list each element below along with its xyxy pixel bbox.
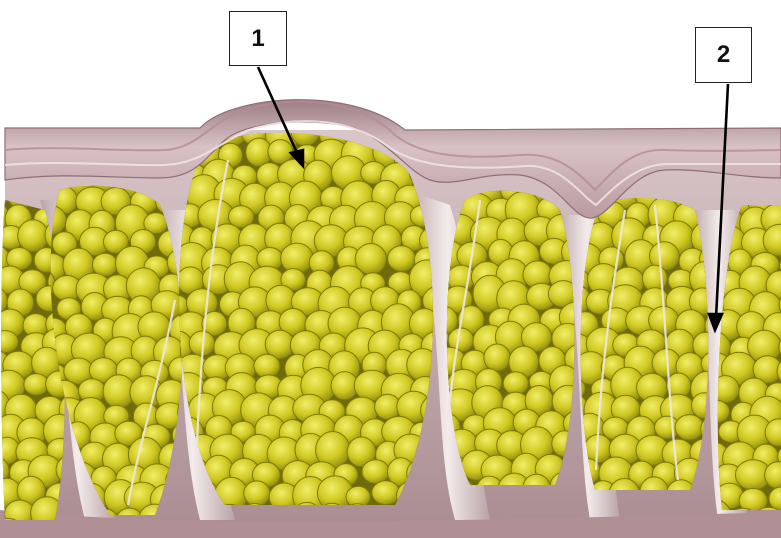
callout-label-1: 1 [229, 11, 287, 66]
callout-label-2: 2 [695, 27, 752, 83]
fat-lobule-icon [18, 220, 49, 252]
fat-lobule-icon [503, 372, 528, 395]
fat-lobule-icon [24, 374, 49, 396]
fat-lobule-icon [388, 246, 416, 272]
fat-lobule-icon [372, 481, 400, 505]
fat-lobule-icon [244, 481, 270, 506]
fat-lobule-icon [254, 354, 280, 378]
fat-lobule-icon [362, 460, 389, 484]
fat-lobule-icon [675, 415, 704, 440]
fat-lobule-icon [484, 344, 510, 371]
